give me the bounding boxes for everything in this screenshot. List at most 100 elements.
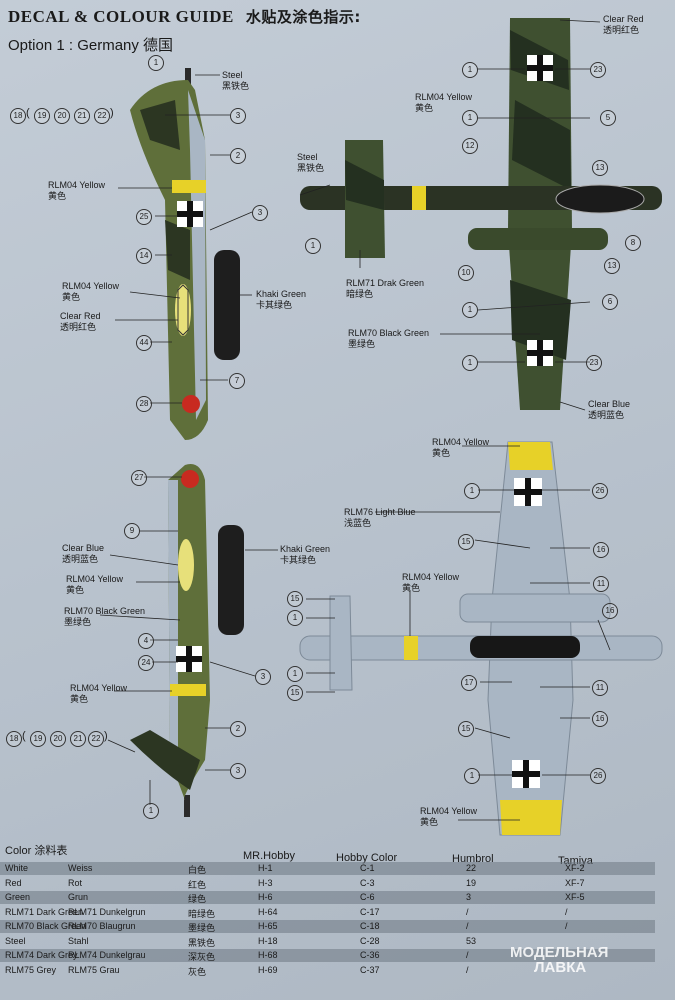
colour-table: Color 涂料表 MR.Hobby Hobby Color Humbrol T…: [0, 840, 675, 1000]
balkenkreuz-wing-bottom-2: [512, 760, 540, 788]
red-nose-disc-2: [181, 470, 199, 488]
option-heading: Option 1 : Germany 德国: [8, 37, 174, 54]
paren-open: (: [26, 107, 30, 119]
callout-8: 8: [625, 235, 641, 251]
callout-10: 10: [458, 265, 474, 281]
table-cell-en: Steel: [5, 935, 26, 946]
table-cell-cn: 黑铁色: [188, 937, 216, 948]
table-cell-cn: 深灰色: [188, 952, 216, 962]
callout-1: 1: [143, 803, 159, 819]
yellow-wingtip-bottom-1: [508, 442, 553, 470]
callout-1: 1: [464, 768, 480, 784]
fuselage-side2-camo: [168, 464, 210, 800]
paren-open: (: [22, 730, 26, 742]
callout-6: 6: [602, 294, 618, 310]
callout-26: 26: [592, 483, 608, 499]
drop-tank-khaki: [214, 250, 240, 360]
callout-28: 28: [136, 396, 152, 412]
plan-view-top: [300, 18, 662, 410]
header-hobby-color: Hobby Color: [336, 852, 398, 864]
callout-22: 22: [88, 731, 104, 747]
drop-tank-bottom: [470, 636, 580, 658]
table-cell-hu: /: [466, 964, 469, 975]
table-cell-hu: 3: [466, 892, 472, 902]
drop-tank-khaki-2: [218, 525, 244, 635]
table-cell-cn: 灰色: [188, 966, 207, 977]
balkenkreuz-side: [177, 201, 203, 227]
paren-close: ): [104, 730, 108, 742]
callout-11: 11: [593, 576, 609, 592]
callout-23: 23: [590, 62, 606, 78]
table-cell-de: Rot: [68, 877, 83, 888]
callout-13: 13: [592, 160, 608, 176]
callout-3: 3: [255, 669, 271, 685]
callout-9: 9: [124, 523, 140, 539]
fuselage-underside-blue: [188, 90, 206, 420]
table-cell-en: RLM74 Dark Grey: [5, 950, 78, 960]
callout-18: 18: [6, 731, 22, 747]
table-cell-hc: C-3: [360, 877, 375, 888]
table-cell-en: RLM70 Black Green: [5, 921, 87, 931]
callout-16: 16: [602, 603, 618, 619]
callout-4: 4: [138, 633, 154, 649]
callout-1: 1: [148, 55, 164, 71]
nacelle-top: [468, 228, 608, 250]
callout-23: 23: [586, 355, 602, 371]
header-mrhobby: MR.Hobby: [243, 850, 295, 862]
table-cell-en: RLM71 Dark Green: [5, 906, 84, 917]
yellow-fuselage-band-top: [412, 186, 426, 210]
callout-26: 26: [590, 768, 606, 784]
side-view-left-profile: [130, 68, 240, 440]
yellow-wingtip-bottom-2: [500, 800, 562, 835]
callout-20: 20: [54, 108, 70, 124]
table-cell-mr: H-18: [258, 935, 278, 946]
callout-1: 1: [462, 355, 478, 371]
balkenkreuz-wing-bottom-1: [514, 478, 542, 506]
page-title-cn: 水贴及涂色指示:: [245, 8, 361, 26]
table-cell-hc: C-37: [360, 964, 380, 975]
table-cell-mr: H-6: [258, 892, 273, 902]
table-cell-mr: H-68: [258, 950, 278, 960]
table-cell-en: White: [5, 863, 29, 873]
table-cell-mr: H-64: [258, 906, 278, 917]
balkenkreuz-wing-top-1: [527, 55, 553, 81]
table-cell-cn: 白色: [188, 865, 207, 875]
callout-19: 19: [34, 108, 50, 124]
callout-1: 1: [462, 110, 478, 126]
table-cell-mr: H-69: [258, 964, 278, 975]
callout-15: 15: [287, 591, 303, 607]
callout-1: 1: [464, 483, 480, 499]
table-cell-de: Grun: [68, 892, 89, 902]
callout-21: 21: [74, 108, 90, 124]
callout-44: 44: [136, 335, 152, 351]
callout-3: 3: [252, 205, 268, 221]
table-cell-de: Weiss: [68, 863, 93, 873]
table-cell-cn: 墨绿色: [188, 923, 216, 933]
callout-20: 20: [50, 731, 66, 747]
yellow-fuselage-band: [172, 180, 206, 193]
callout-5: 5: [600, 110, 616, 126]
callout-22: 22: [94, 108, 110, 124]
callout-13: 13: [604, 258, 620, 274]
table-cell-hu: 22: [466, 863, 477, 873]
table-cell-en: RLM75 Grey: [5, 964, 57, 975]
table-cell-ta: /: [565, 921, 568, 931]
callout-2: 2: [230, 148, 246, 164]
